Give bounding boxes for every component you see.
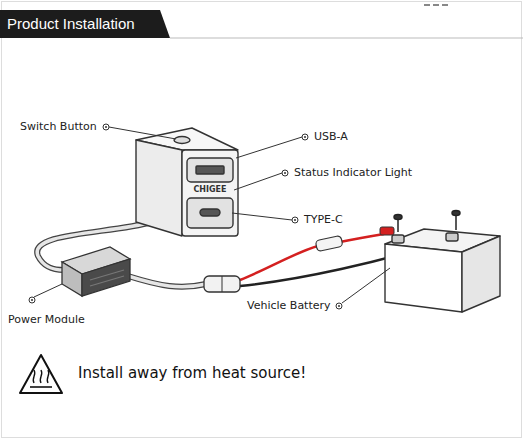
positive-wire <box>340 234 384 242</box>
part-label: TYPE-C <box>304 213 343 226</box>
heat-warning-symbol <box>20 355 62 393</box>
part-label: Status Indicator Light <box>294 166 412 179</box>
part-label: USB-A <box>314 130 348 143</box>
vehicle-battery-body <box>385 229 500 312</box>
part-label: Switch Button <box>20 120 97 133</box>
header-rule <box>170 38 523 39</box>
part-label: Power Module <box>8 313 85 326</box>
title-banner <box>0 10 170 38</box>
wire-connector <box>204 276 240 292</box>
leader-line <box>29 124 390 309</box>
terminal-screw <box>394 211 460 233</box>
ring-terminal <box>380 227 394 235</box>
power-module-body <box>62 247 130 296</box>
device-cube <box>136 128 238 236</box>
header-dashes <box>424 4 448 6</box>
brand-logo: CHIGEE <box>193 185 226 195</box>
leader-dot <box>31 126 340 307</box>
page-title: Product Installation <box>7 15 135 33</box>
fuse-holder <box>315 235 343 251</box>
part-label: Vehicle Battery <box>247 299 331 312</box>
warning-note: Install away from heat source! <box>78 364 306 382</box>
positive-wire <box>240 246 318 280</box>
